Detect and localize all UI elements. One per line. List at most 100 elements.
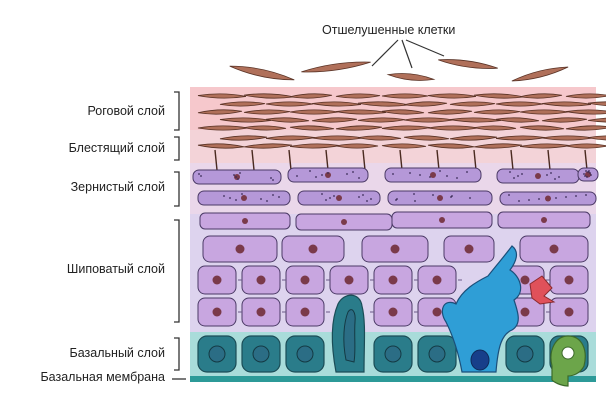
nucleus [437, 195, 443, 201]
merkel-nucleus [561, 346, 575, 360]
corneocyte [219, 101, 266, 107]
corneocyte [519, 93, 563, 99]
corneocyte [381, 109, 425, 115]
nucleus [300, 307, 310, 317]
corneocyte [427, 125, 479, 131]
immune-cell [529, 275, 556, 305]
granule [237, 178, 239, 180]
nucleus [439, 217, 445, 223]
corneocyte [289, 93, 333, 99]
nucleus [520, 307, 530, 317]
nucleus [212, 275, 222, 285]
granule [521, 173, 523, 175]
bracket-basale [174, 337, 180, 371]
granule [584, 175, 586, 177]
granule [358, 177, 360, 179]
granule [266, 200, 268, 202]
corneocyte [335, 143, 379, 149]
corneocyte [587, 117, 606, 123]
corneocyte [289, 125, 335, 131]
nucleus [235, 244, 245, 254]
nucleus [564, 307, 574, 317]
granule [321, 193, 323, 195]
nucleus [256, 307, 266, 317]
desmosome-strand [473, 149, 477, 171]
nucleus [341, 219, 347, 225]
granule [366, 200, 368, 202]
granule [469, 197, 471, 199]
basal-nucleus [252, 345, 270, 363]
corneocyte [243, 143, 293, 149]
shed-cell [511, 66, 569, 82]
granule [235, 199, 237, 201]
nucleus [242, 218, 248, 224]
corneocyte [197, 125, 249, 131]
corneocyte [427, 93, 477, 99]
layer-label-lucidum: Блестящий слой [68, 141, 165, 155]
layer-label-granulosum: Зернистый слой [70, 180, 165, 194]
corneocyte [403, 101, 448, 107]
granule [588, 170, 590, 172]
nucleus [535, 173, 541, 179]
granule [296, 175, 298, 177]
granule [555, 197, 557, 199]
nucleus [464, 244, 474, 254]
granule [370, 198, 372, 200]
granule [446, 175, 448, 177]
granule [270, 177, 272, 179]
nucleus [388, 307, 398, 317]
corneocyte [403, 117, 454, 123]
layer-label-corneum: Роговой слой [87, 104, 165, 118]
granule [329, 197, 331, 199]
special-cells-group [331, 245, 586, 387]
granule [513, 177, 515, 179]
desmosome-strand [399, 149, 403, 171]
corneocyte [311, 135, 364, 141]
corneocyte [519, 109, 569, 115]
basal-nucleus [343, 309, 356, 363]
corneocyte [473, 143, 523, 149]
desmosome-strand [251, 149, 255, 171]
merkel-cell [550, 335, 586, 387]
basal-nucleus [384, 345, 402, 363]
shed-cells-label: Отшелушенные клетки [322, 23, 456, 37]
layer-label-spinosum: Шиповатый слой [66, 262, 165, 276]
granule [590, 174, 592, 176]
nucleus [388, 275, 398, 285]
nucleus [344, 275, 354, 285]
shed-cell [438, 59, 498, 69]
corneocyte [265, 101, 314, 107]
corneocyte [219, 135, 268, 141]
corneocyte [587, 135, 606, 141]
granule [229, 197, 231, 199]
granule [392, 173, 394, 175]
granule [223, 195, 225, 197]
granule [429, 176, 431, 178]
corneocyte [519, 125, 565, 131]
nucleus [549, 244, 559, 254]
granule [346, 173, 348, 175]
nucleus [325, 172, 331, 178]
nucleus [300, 275, 310, 285]
granule [198, 173, 200, 175]
granule [413, 193, 415, 195]
granule [278, 196, 280, 198]
shed-cell [301, 61, 371, 73]
nucleus [541, 217, 547, 223]
nucleus [545, 195, 551, 202]
granule [585, 170, 587, 172]
granule [309, 170, 311, 172]
corneocytes-group [197, 93, 606, 171]
corneocyte [289, 109, 339, 115]
granule [260, 198, 262, 200]
corneocyte [357, 135, 402, 141]
nucleus [432, 307, 442, 317]
granule [554, 178, 556, 180]
corneocyte [311, 117, 358, 123]
corneocyte [449, 101, 496, 107]
shed-cell [386, 73, 436, 81]
basal-nucleus [296, 345, 314, 363]
desmosome-strand [584, 149, 588, 171]
bracket-granulosum [174, 171, 180, 207]
granule [321, 174, 323, 176]
